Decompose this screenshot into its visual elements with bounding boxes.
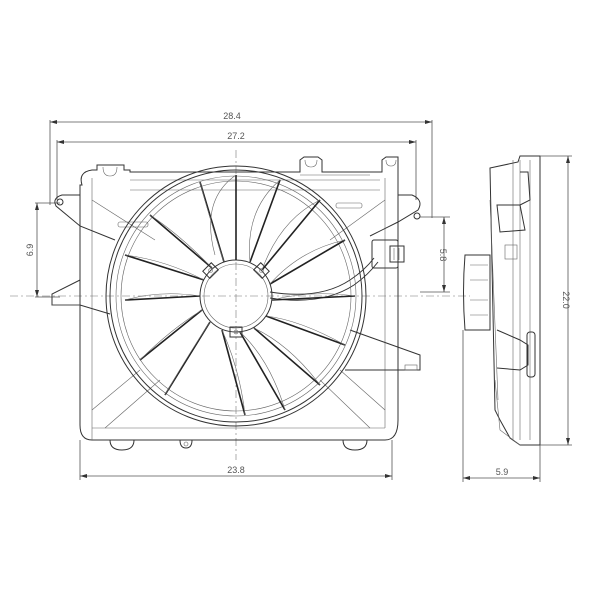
- right-mounting-ear: [345, 194, 421, 371]
- electrical-connector: [371, 239, 405, 269]
- dim-label-right-height: 5.8: [438, 249, 448, 262]
- dim-label-depth: 5.9: [496, 467, 509, 477]
- side-view-body: [489, 155, 541, 446]
- fan-blade-profiles: [124, 174, 356, 416]
- bottom-feet: [109, 439, 368, 451]
- fan-blades: [124, 175, 356, 416]
- mounting-hole: [56, 198, 64, 206]
- dim-label-overall-width: 28.4: [223, 111, 241, 121]
- shroud-frame: [79, 156, 399, 441]
- left-mounting-ear: [51, 194, 116, 315]
- dimension-bottom-width: 23.8: [79, 440, 393, 480]
- mounting-hole: [413, 212, 421, 220]
- side-view-motor: [463, 199, 499, 401]
- dimension-depth: 5.9: [462, 330, 541, 482]
- side-view: 22.0 5.9: [462, 155, 572, 482]
- dimension-left-height: 6.9: [25, 202, 60, 298]
- dimension-overall-height: 22.0: [540, 155, 572, 446]
- dim-label-inner-width: 27.2: [227, 131, 245, 141]
- dim-label-overall-height: 22.0: [561, 291, 571, 309]
- dimension-inner-width: 27.2: [56, 131, 417, 200]
- motor-mount-tabs: [202, 262, 270, 338]
- dim-label-bottom-width: 23.8: [227, 465, 245, 475]
- dimension-overall-width: 28.4: [49, 111, 433, 218]
- dimension-right-height: 5.8: [420, 216, 450, 293]
- dim-label-left-height: 6.9: [25, 244, 35, 257]
- front-view: [10, 150, 470, 460]
